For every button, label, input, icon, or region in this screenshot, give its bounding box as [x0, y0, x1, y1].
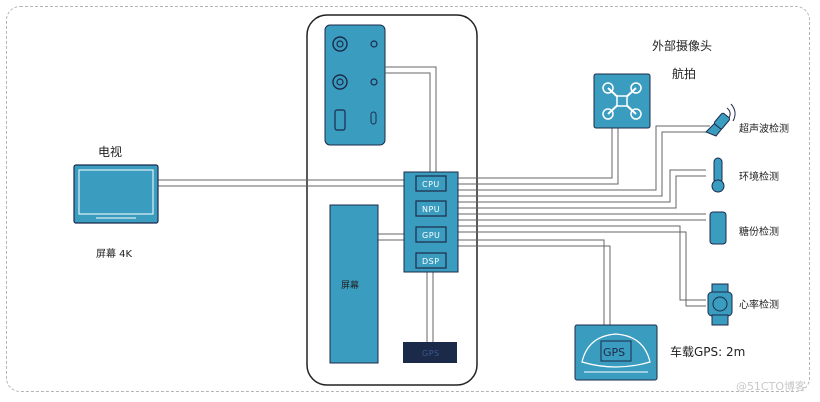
ultrasonic-probe-icon — [705, 103, 736, 137]
screen-block — [329, 204, 379, 364]
npu-chip — [415, 200, 447, 217]
car-icon — [574, 324, 658, 381]
glucose-device-icon — [709, 211, 727, 245]
npu-label: NPU — [422, 205, 440, 214]
camera-module-icon — [324, 24, 386, 146]
connection-lines — [158, 66, 710, 342]
thermometer-icon — [711, 157, 725, 193]
diagram-frame — [6, 6, 810, 392]
heart-label: 心率检测 — [739, 298, 779, 311]
gpu-label: GPU — [422, 231, 440, 240]
tv-caption: 屏幕 4K — [96, 247, 133, 260]
mood-label: 糖份检测 — [739, 225, 779, 238]
gps-chip-label: GPS — [422, 349, 440, 358]
screen-label: 屏幕 — [341, 279, 359, 291]
gpu-chip — [415, 226, 447, 243]
car-gps-label: GPS — [603, 346, 625, 359]
drone-icon — [593, 73, 651, 129]
cpu-label: CPU — [422, 180, 440, 189]
phone-body — [306, 14, 478, 386]
cpu-chip — [415, 175, 447, 192]
watermark: @51CTO博客 — [735, 380, 806, 393]
car-caption: 车载GPS: 2m — [670, 344, 745, 359]
ultrasonic-label: 超声波检测 — [739, 122, 789, 135]
tv-title: 电视 — [98, 144, 122, 159]
dsp-chip — [415, 252, 447, 269]
gps-chip — [403, 342, 457, 363]
environment-label: 环境检测 — [739, 170, 779, 183]
dsp-label: DSP — [422, 257, 440, 266]
watch-icon — [707, 283, 733, 326]
tv-icon — [73, 164, 159, 224]
drone-subtitle: 航拍 — [672, 66, 696, 81]
drone-title: 外部摄像头 — [652, 38, 712, 53]
